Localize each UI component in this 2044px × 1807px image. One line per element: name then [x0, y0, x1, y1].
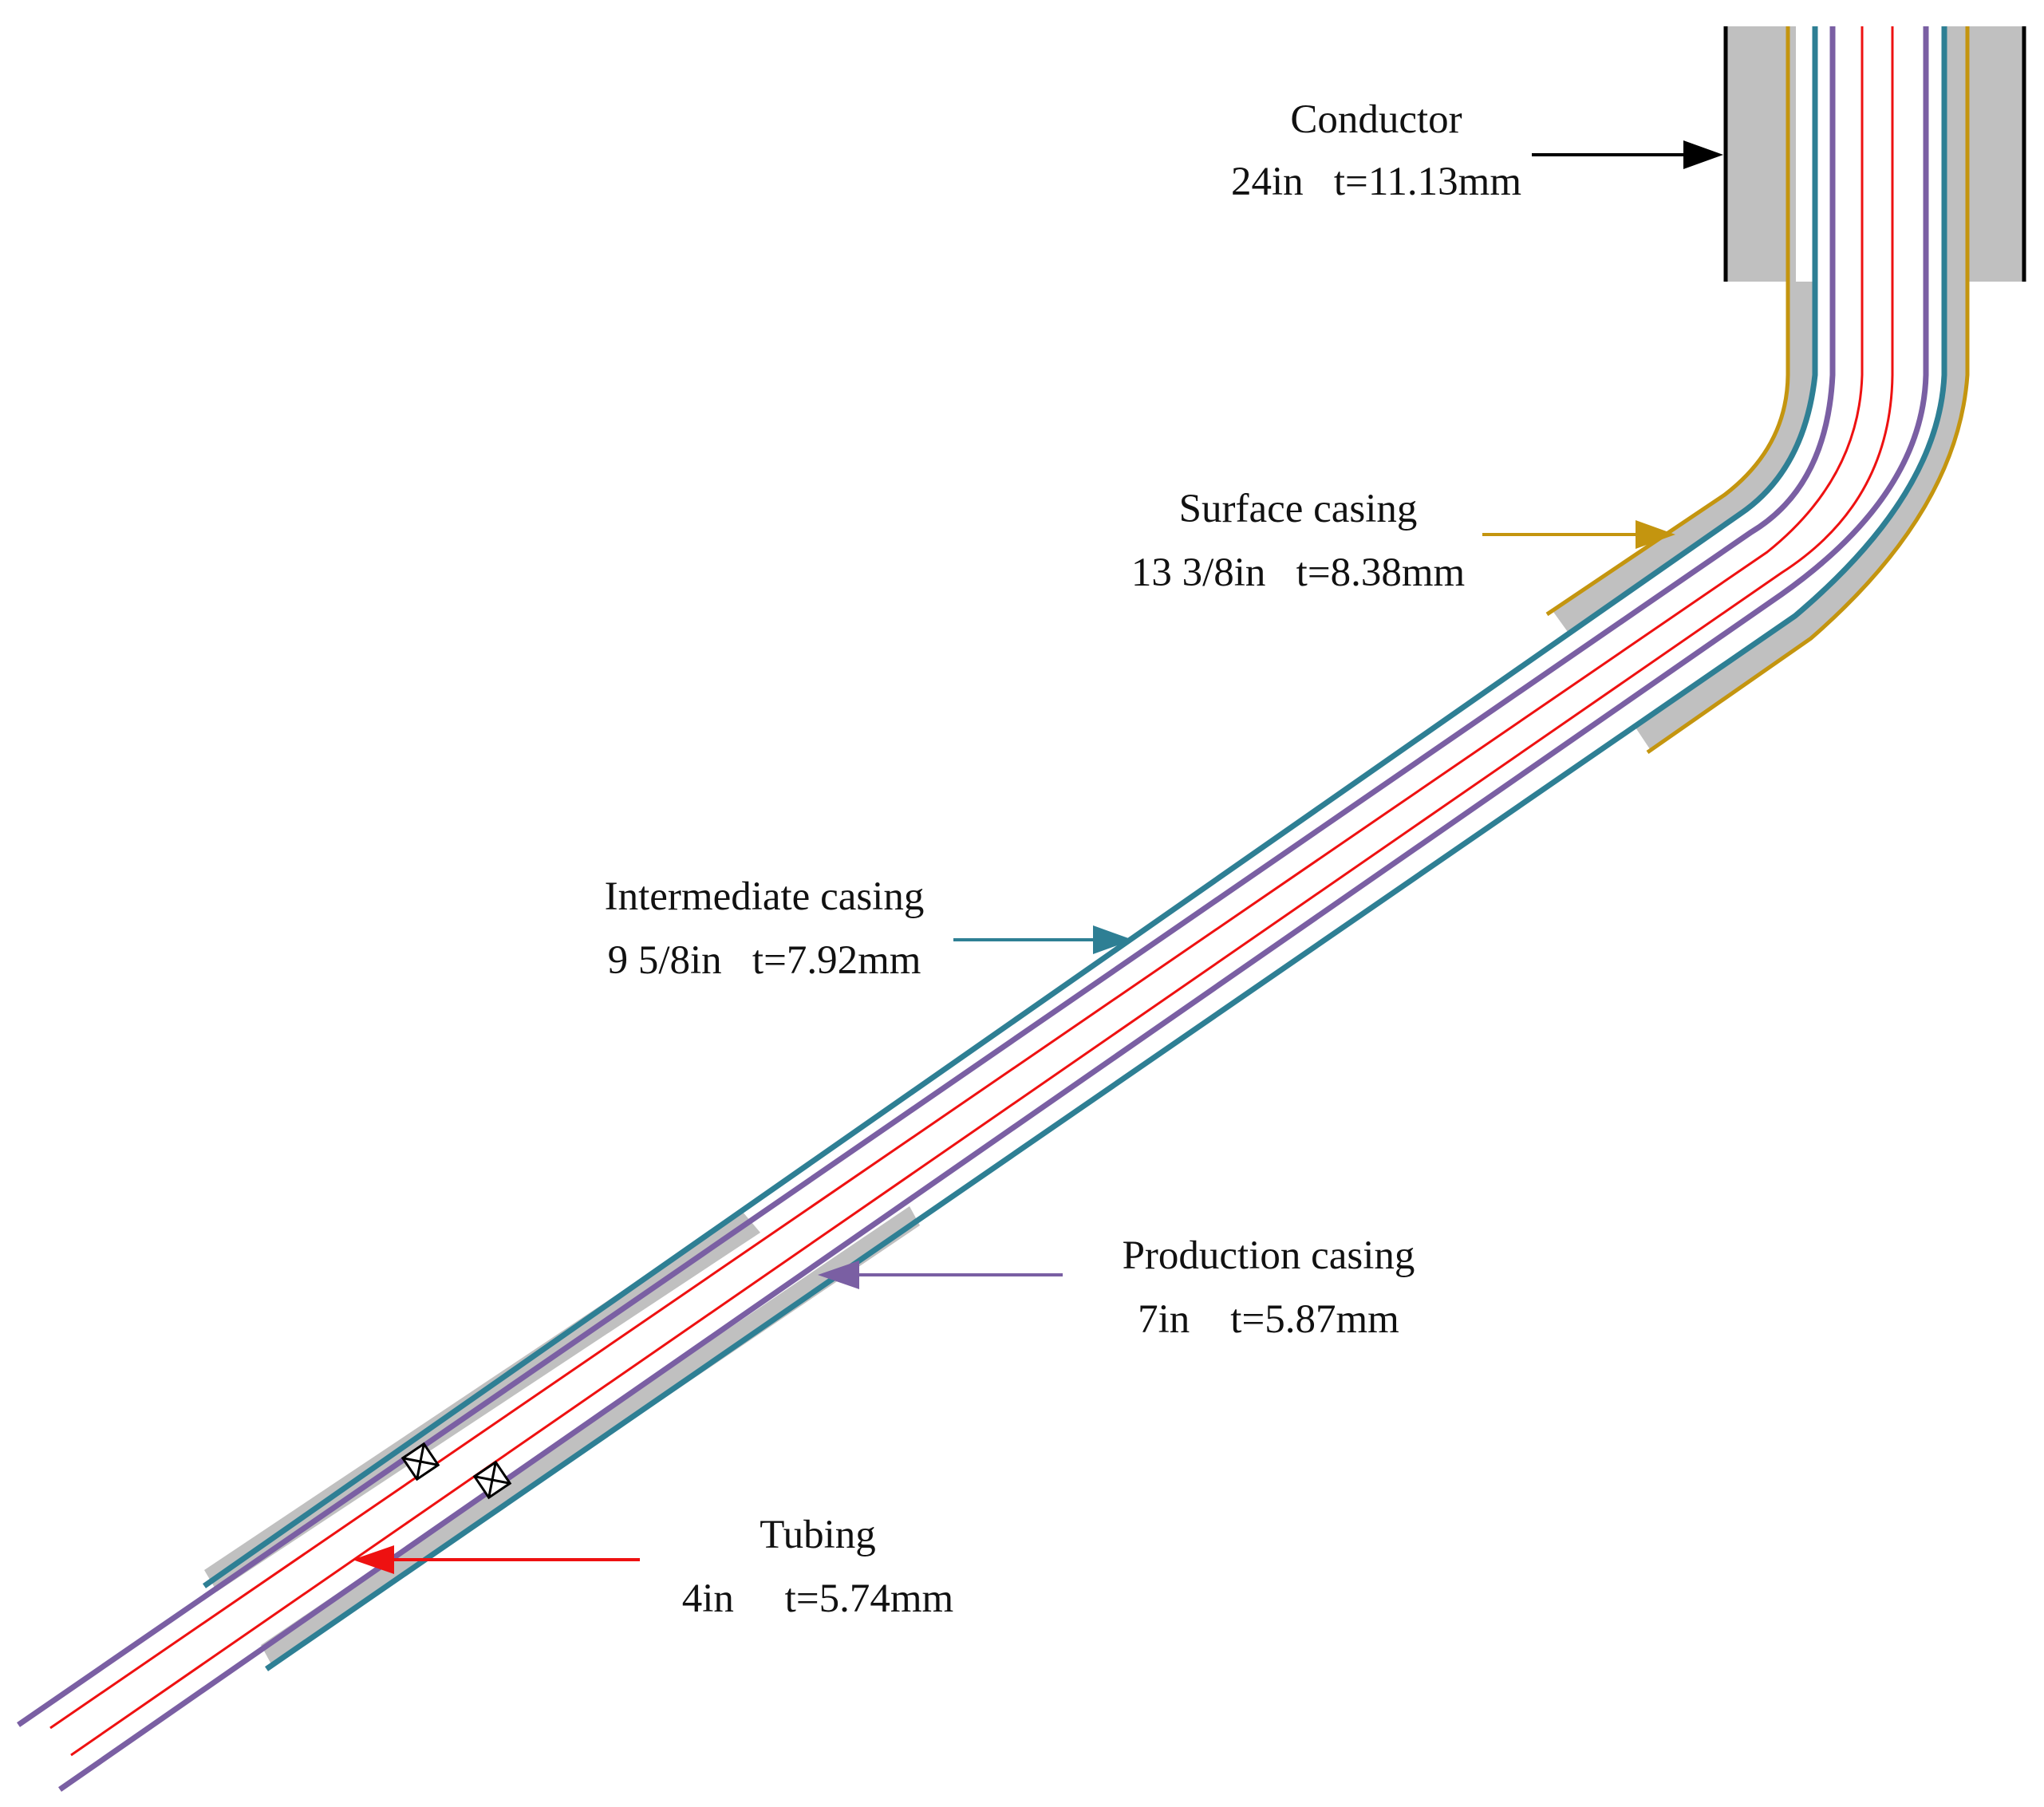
tubing-name: Tubing [760, 1513, 876, 1557]
surface-casing-name: Surface casing [1179, 487, 1418, 531]
conductor-name: Conductor [1290, 97, 1462, 142]
surface-casing-right [1646, 26, 1970, 755]
conductor-cement-right [1943, 26, 2024, 282]
packer-icon [401, 1442, 440, 1482]
conductor-cement-left [1726, 26, 1796, 282]
tubing-spec: 4in t=5.74mm [682, 1576, 953, 1621]
intermediate-casing-arrow [953, 925, 1133, 954]
intermediate-casing [202, 26, 1947, 1671]
production-casing-arrow [818, 1261, 1063, 1289]
production-casing-label: Production casing 7in t=5.87mm [1123, 1233, 1415, 1342]
tubing-left [49, 26, 1864, 1730]
intermediate-casing-left [202, 26, 1818, 1588]
intermediate-casing-spec: 9 5/8in t=7.92mm [608, 938, 921, 983]
surface-casing-label: Surface casing 13 3/8in t=8.38mm [1131, 487, 1465, 595]
tubing-arrow [353, 1545, 640, 1574]
intermediate-casing-label: Intermediate casing 9 5/8in t=7.92mm [605, 874, 925, 983]
production-casing [17, 26, 1929, 1792]
conductor-walls [1723, 26, 2026, 282]
intermediate-cement-left [204, 1211, 760, 1592]
tubing-right [70, 26, 1894, 1757]
surface-casing-left [1545, 26, 1790, 617]
conductor-spec: 24in t=11.13mm [1231, 160, 1521, 204]
conductor-label: Conductor 24in t=11.13mm [1231, 97, 1521, 204]
tubing-label: Tubing 4in t=5.74mm [682, 1513, 953, 1621]
surface-casing-spec: 13 3/8in t=8.38mm [1131, 550, 1465, 595]
production-casing-spec: 7in t=5.87mm [1138, 1297, 1399, 1342]
tubing [49, 26, 1894, 1757]
conductor-arrow [1532, 140, 1723, 169]
surface-casing-arrow [1482, 520, 1675, 549]
surface-casing [1545, 26, 1970, 755]
intermediate-cement-right [261, 1206, 920, 1664]
production-casing-left [17, 26, 1836, 1727]
intermediate-casing-name: Intermediate casing [605, 874, 925, 919]
production-casing-right [58, 26, 1929, 1792]
production-casing-name: Production casing [1123, 1233, 1415, 1278]
intermediate-casing-right [265, 26, 1947, 1671]
cement-sheaths [204, 26, 2024, 1664]
packer-icon [472, 1460, 512, 1500]
